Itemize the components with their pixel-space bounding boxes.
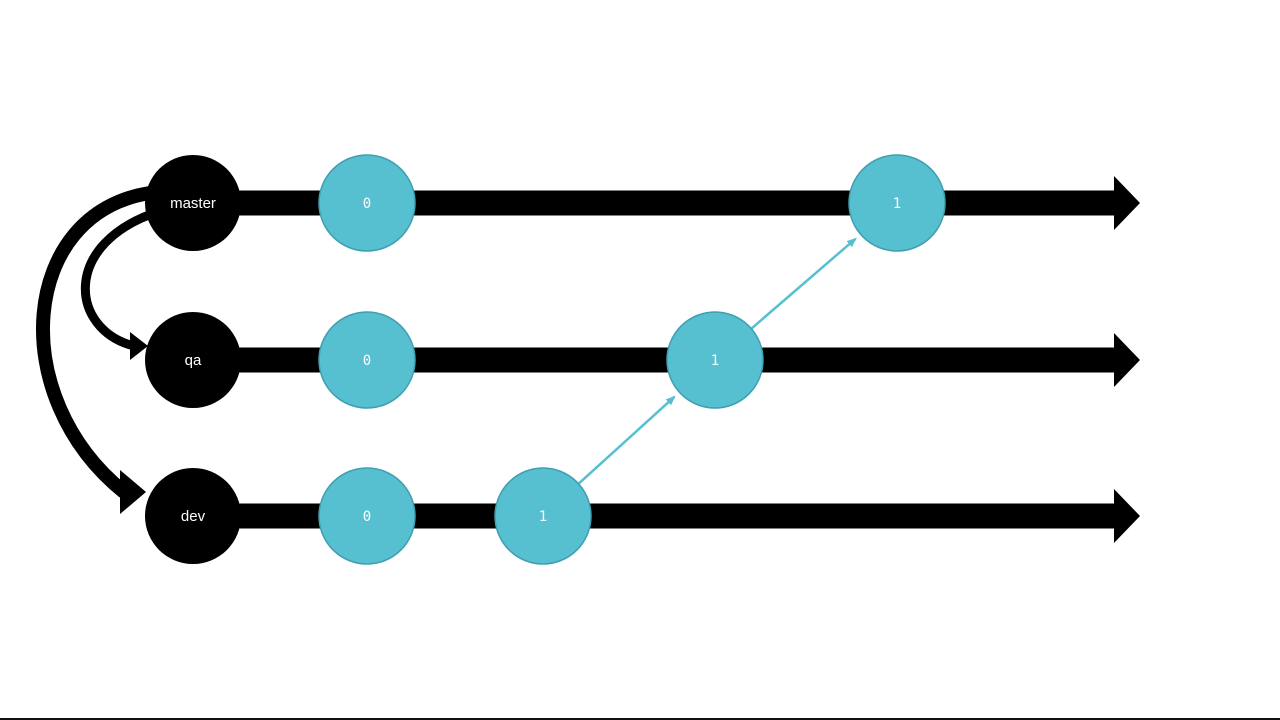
branch-arrow-master-qa [80, 206, 162, 360]
branch-node-master: master [145, 155, 241, 251]
branch-label-master: master [170, 195, 216, 212]
branch-node-qa: qa [145, 312, 241, 408]
promote-arrow-dev-to-qa [574, 395, 676, 488]
commit-node-dev-0: 0 [318, 467, 416, 565]
commit-node-dev-1: 1 [494, 467, 592, 565]
branch-arrow-master-dev [36, 186, 152, 514]
commit-node-master-0: 0 [318, 154, 416, 252]
promote-arrow-qa-to-master [747, 237, 857, 333]
commit-label: 1 [539, 509, 547, 525]
commit-label: 1 [893, 196, 901, 212]
branch-label-qa: qa [185, 352, 202, 369]
branch-node-dev: dev [145, 468, 241, 564]
commit-node-master-1: 1 [848, 154, 946, 252]
commit-label: 1 [711, 353, 719, 369]
branch-label-dev: dev [181, 508, 206, 525]
commit-label: 0 [363, 353, 371, 369]
timeline-arrow-dev [235, 489, 1140, 543]
commit-label: 0 [363, 196, 371, 212]
timeline-arrow-master [235, 176, 1140, 230]
commit-label: 0 [363, 509, 371, 525]
commit-node-qa-1: 1 [666, 311, 764, 409]
commit-node-qa-0: 0 [318, 311, 416, 409]
